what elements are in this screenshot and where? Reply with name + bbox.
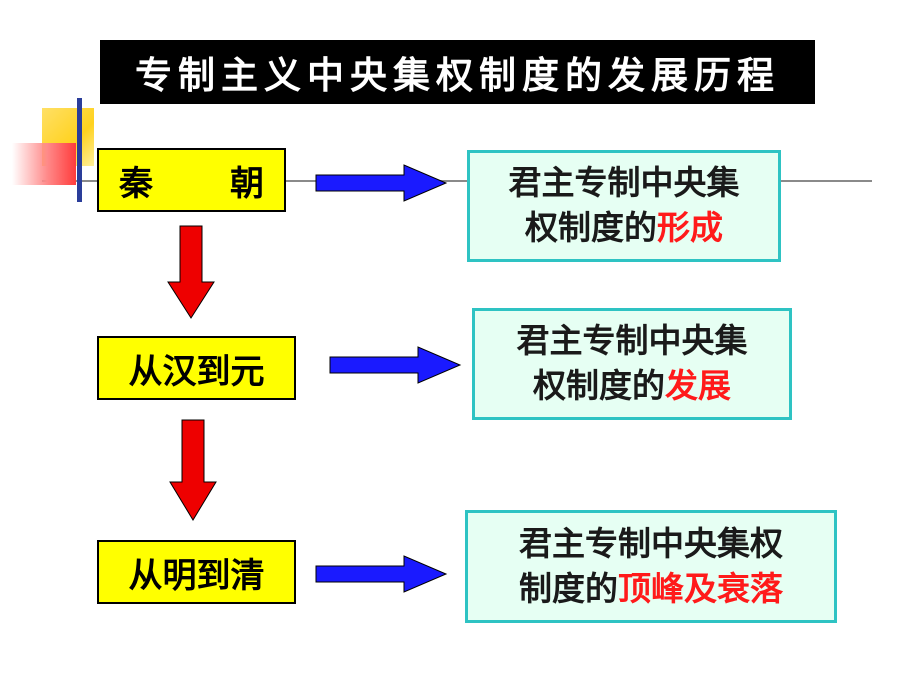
stage-label: 从汉到元	[128, 351, 265, 392]
stage-box-ming-to-qing: 从明到清	[97, 540, 296, 604]
right-arrow-icon	[315, 555, 448, 593]
right-arrow-icon	[315, 164, 448, 202]
description-box-formation: 君主专制中央集 权制度的形成	[467, 150, 781, 262]
description-box-development: 君主专制中央集 权制度的发展	[472, 308, 792, 420]
stage-label-left: 秦	[119, 163, 153, 204]
decorative-line	[42, 180, 872, 182]
description-highlight: 顶峰及衰落	[618, 568, 783, 608]
description-line1: 君主专制中央集	[516, 321, 748, 361]
description-plain: 权制度的	[533, 366, 665, 405]
description-line2: 权制度的发展	[517, 364, 748, 409]
description-line1: 君主专制中央集	[508, 163, 740, 203]
down-arrow-icon	[169, 419, 217, 521]
stage-label: 从明到清	[128, 555, 265, 596]
description-plain: 权制度的	[525, 208, 657, 247]
decorative-red-block	[12, 143, 76, 185]
stage-label-right: 朝	[230, 163, 264, 204]
stage-box-han-to-yuan: 从汉到元	[97, 336, 296, 400]
description-highlight: 发展	[665, 366, 731, 405]
decorative-vertical-bar	[77, 98, 82, 202]
description-box-peak-decline: 君主专制中央集权 制度的顶峰及衰落	[465, 510, 837, 623]
stage-box-qin: 秦 朝	[97, 148, 286, 212]
down-arrow-icon	[167, 225, 215, 319]
right-arrow-icon	[329, 346, 462, 384]
description-plain: 制度的	[519, 568, 618, 608]
description-line2: 制度的顶峰及衰落	[519, 567, 783, 612]
description-highlight: 形成	[657, 208, 723, 247]
description-line2: 权制度的形成	[509, 206, 740, 251]
description-line1: 君主专制中央集权	[519, 523, 783, 563]
page-title: 专制主义中央集权制度的发展历程	[100, 40, 815, 104]
